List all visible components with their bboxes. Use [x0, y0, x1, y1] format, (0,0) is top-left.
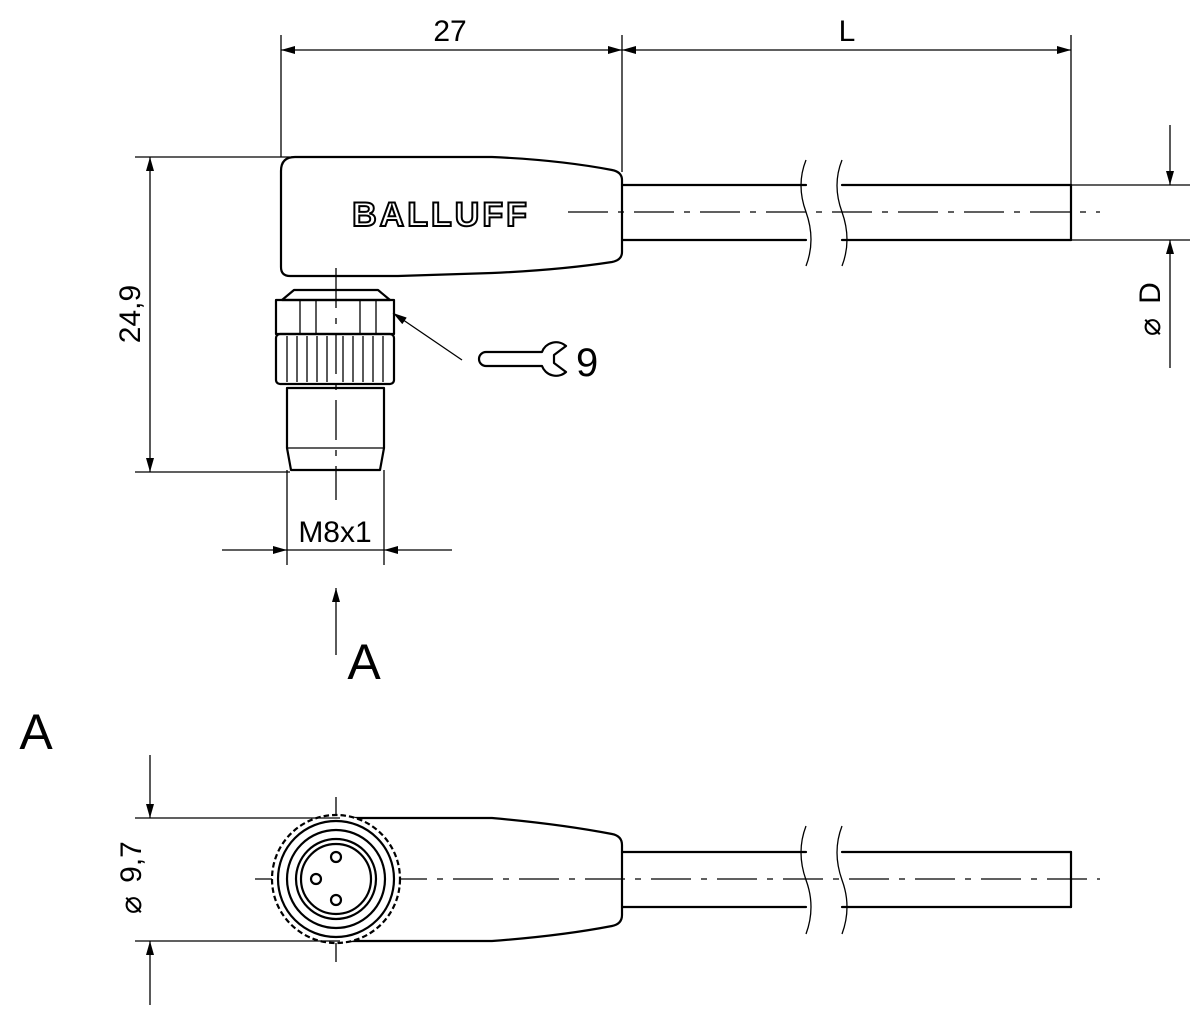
open-end-wrench-icon [477, 341, 568, 377]
dimension-9-7-label: 9,7 [115, 841, 148, 883]
view-arrow-label: A [347, 634, 381, 690]
view-a-body [332, 816, 624, 943]
pin-1 [329, 850, 343, 864]
knurl-ring [270, 813, 402, 945]
dimension-d-label: D [1134, 282, 1167, 304]
dimension-24-9-label: 24,9 [114, 285, 147, 343]
view-a-cable [620, 825, 1073, 935]
wrench-leader [392, 312, 463, 361]
dimension-m8x1-label: M8x1 [298, 516, 371, 549]
cable [620, 159, 1073, 267]
face-diameter-symbol: ⌀ [115, 896, 148, 914]
connector-body [279, 155, 624, 278]
view-arrow-a: A [332, 588, 381, 690]
dimension-cable-diameter: ⌀ D [1071, 125, 1190, 368]
dimension-cable-length: L [622, 15, 1072, 185]
dimension-thread: M8x1 [222, 470, 452, 565]
dimension-face-diameter: ⌀ 9,7 [115, 755, 340, 1005]
diameter-symbol: ⌀ [1134, 318, 1167, 336]
dimension-height: 24,9 [114, 156, 290, 473]
view-a: A [19, 704, 1100, 1005]
dimension-body-length: 27 [280, 15, 623, 172]
wrench-size-label: 9 [576, 341, 598, 385]
dimension-l-label: L [839, 15, 856, 48]
coupling-nut [274, 288, 396, 472]
view-a-title: A [19, 704, 53, 760]
pin-2 [309, 872, 323, 886]
dimension-27-label: 27 [433, 15, 466, 48]
connector-face [270, 813, 402, 945]
pin-3 [329, 893, 343, 907]
side-view: BALLUFF [114, 15, 1190, 690]
brand-logo: BALLUFF [352, 196, 530, 234]
